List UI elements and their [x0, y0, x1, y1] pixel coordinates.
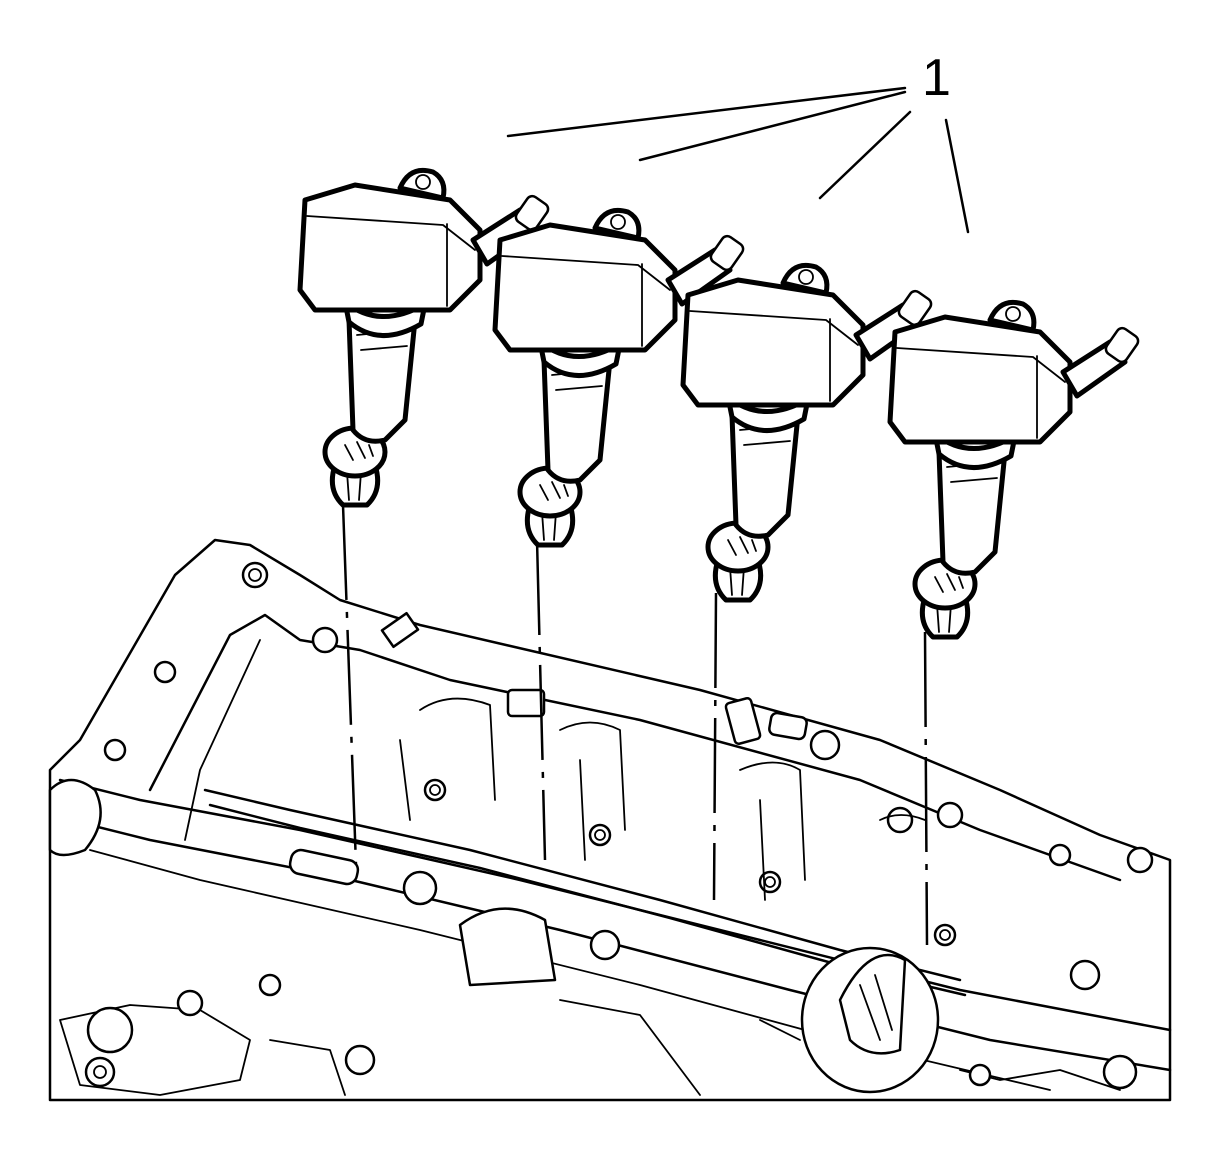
alignment-lines	[341, 504, 929, 946]
callout-number: 1	[922, 49, 951, 107]
camshaft-cover	[48, 538, 1172, 1102]
ignition-coil-4	[890, 302, 1140, 637]
callout-leaders	[506, 86, 970, 234]
